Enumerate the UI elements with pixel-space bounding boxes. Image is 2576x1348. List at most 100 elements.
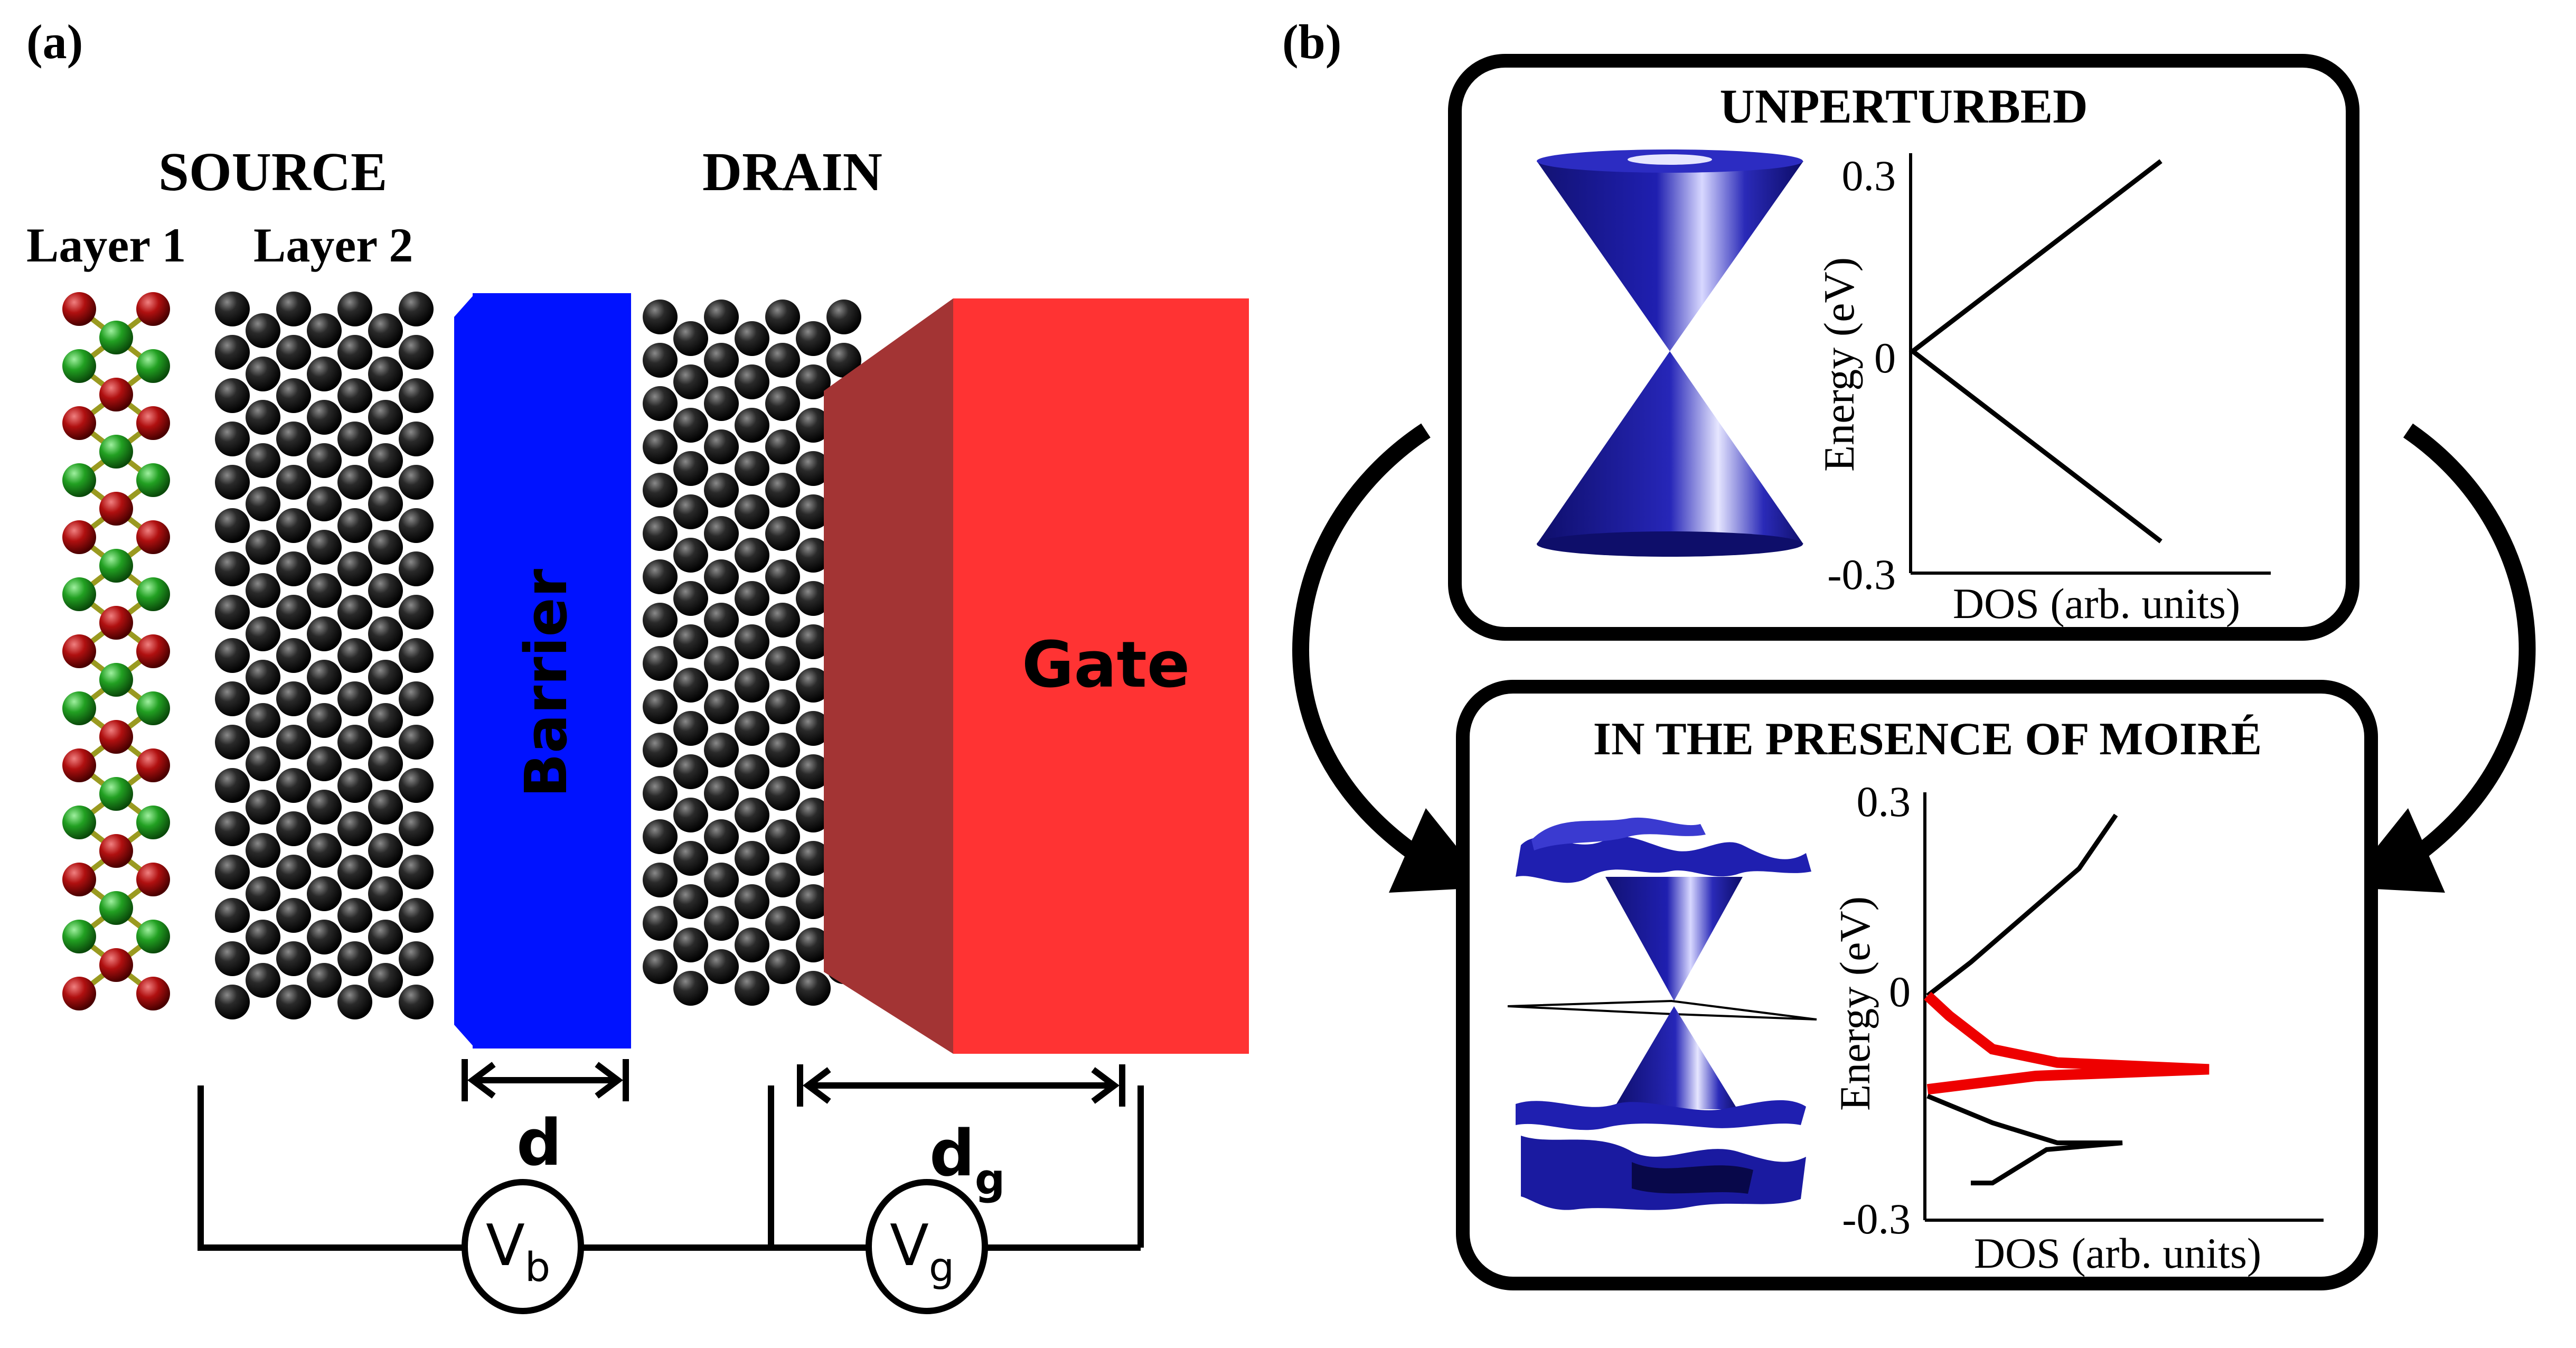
layer2-atom bbox=[246, 833, 280, 868]
dg-dimension bbox=[797, 1064, 1125, 1107]
layer2-atom bbox=[215, 508, 250, 543]
layer1-atom bbox=[62, 577, 96, 611]
layer2-atom bbox=[276, 292, 311, 326]
layer2-atom bbox=[337, 422, 372, 456]
layer2-atom bbox=[307, 443, 342, 478]
drain-atom bbox=[735, 754, 769, 789]
layer1-atom bbox=[136, 691, 170, 725]
drain-atom bbox=[704, 776, 739, 811]
layer2-atom bbox=[246, 876, 280, 911]
drain-atom bbox=[765, 603, 800, 638]
layer2-lattice bbox=[215, 292, 434, 1019]
layer2-atom bbox=[399, 335, 434, 370]
layer2-atom bbox=[215, 985, 250, 1019]
layer1-atom bbox=[99, 663, 133, 697]
drain-atom bbox=[735, 884, 769, 919]
panel-a-label: (a) bbox=[26, 15, 83, 69]
layer2-atom bbox=[246, 530, 280, 565]
drain-atom bbox=[765, 473, 800, 508]
layer2-atom bbox=[246, 660, 280, 695]
layer2-atom bbox=[337, 595, 372, 630]
vg-source: Vg bbox=[866, 1179, 988, 1314]
layer2-atom bbox=[368, 400, 403, 435]
layer2-atom bbox=[246, 400, 280, 435]
dg-main: d bbox=[929, 1117, 975, 1191]
layer2-atom bbox=[368, 790, 403, 825]
layer2-atom bbox=[276, 725, 311, 760]
drain-atom bbox=[796, 754, 831, 789]
vb-sub: b bbox=[525, 1243, 550, 1290]
layer2-atom bbox=[399, 811, 434, 846]
top-ytick-zero: 0 bbox=[1874, 334, 1896, 382]
layer2-atom bbox=[276, 378, 311, 413]
layer2-atom bbox=[368, 616, 403, 651]
layer2-atom bbox=[399, 595, 434, 630]
dg-sub: g bbox=[975, 1155, 1005, 1204]
layer2-atom bbox=[399, 898, 434, 933]
layer1-atom bbox=[136, 292, 170, 326]
layer2-atom bbox=[307, 833, 342, 868]
layer2-atom bbox=[399, 508, 434, 543]
layer1-atom bbox=[99, 549, 133, 583]
top-ytick-min: -0.3 bbox=[1827, 550, 1896, 598]
vb-label: Vb bbox=[486, 1213, 550, 1290]
layer2-atom bbox=[368, 313, 403, 348]
bottom-ytick-zero: 0 bbox=[1889, 968, 1911, 1016]
vb-main: V bbox=[486, 1213, 525, 1279]
layer1-lattice bbox=[62, 292, 170, 1010]
source-label: SOURCE bbox=[158, 142, 387, 202]
drain-atom bbox=[796, 711, 831, 746]
drain-atom bbox=[735, 321, 769, 356]
layer1-atom bbox=[62, 406, 96, 440]
drain-atom bbox=[704, 949, 739, 984]
drain-atom bbox=[735, 798, 769, 832]
layer2-atom bbox=[246, 790, 280, 825]
barrier: Barrier bbox=[454, 293, 631, 1049]
layer1-atom bbox=[62, 806, 96, 839]
drain-atom bbox=[765, 516, 800, 551]
layer2-atom bbox=[276, 595, 311, 630]
vg-main: V bbox=[890, 1213, 929, 1279]
drain-atom bbox=[673, 451, 708, 486]
layer2-atom bbox=[276, 898, 311, 933]
layer2-atom bbox=[215, 855, 250, 890]
layer2-atom bbox=[399, 941, 434, 976]
layer1-atom bbox=[136, 806, 170, 839]
drain-atom bbox=[673, 798, 708, 832]
bottom-ytick-min: -0.3 bbox=[1842, 1195, 1911, 1243]
drain-atom bbox=[673, 581, 708, 616]
layer1-atom bbox=[62, 520, 96, 554]
layer2-atom bbox=[399, 855, 434, 890]
layer1-atom bbox=[99, 834, 133, 868]
vb-source: Vb bbox=[462, 1179, 584, 1314]
layer2-atom bbox=[399, 292, 434, 326]
layer2-atom bbox=[215, 811, 250, 846]
layer1-atom bbox=[99, 720, 133, 754]
drain-atom bbox=[673, 408, 708, 443]
drain-atom bbox=[673, 321, 708, 356]
layer1-label: Layer 1 bbox=[26, 218, 186, 272]
layer2-atom bbox=[399, 378, 434, 413]
drain-atom bbox=[643, 603, 678, 638]
layer2-atom bbox=[215, 638, 250, 673]
layer2-atom bbox=[307, 746, 342, 781]
layer2-atom bbox=[307, 963, 342, 998]
layer2-atom bbox=[307, 313, 342, 348]
layer2-atom bbox=[368, 703, 403, 738]
drain-atom bbox=[765, 386, 800, 421]
layer2-atom bbox=[307, 530, 342, 565]
drain-atom bbox=[673, 624, 708, 659]
layer2-atom bbox=[399, 768, 434, 803]
dirac-cone-top bbox=[1537, 149, 1803, 557]
drain-atom bbox=[765, 906, 800, 941]
layer2-atom bbox=[368, 876, 403, 911]
layer2-atom bbox=[337, 725, 372, 760]
panel-a: (a) SOURCE DRAIN Layer 1 Layer 2 Barrier… bbox=[26, 15, 1249, 1314]
dos-bottom-series-2 bbox=[1926, 1093, 2123, 1186]
drain-atom bbox=[796, 884, 831, 919]
gate-label: Gate bbox=[1022, 629, 1190, 702]
drain-atom bbox=[735, 841, 769, 876]
layer2-atom bbox=[337, 551, 372, 586]
drain-atom bbox=[735, 624, 769, 659]
layer2-atom bbox=[215, 768, 250, 803]
